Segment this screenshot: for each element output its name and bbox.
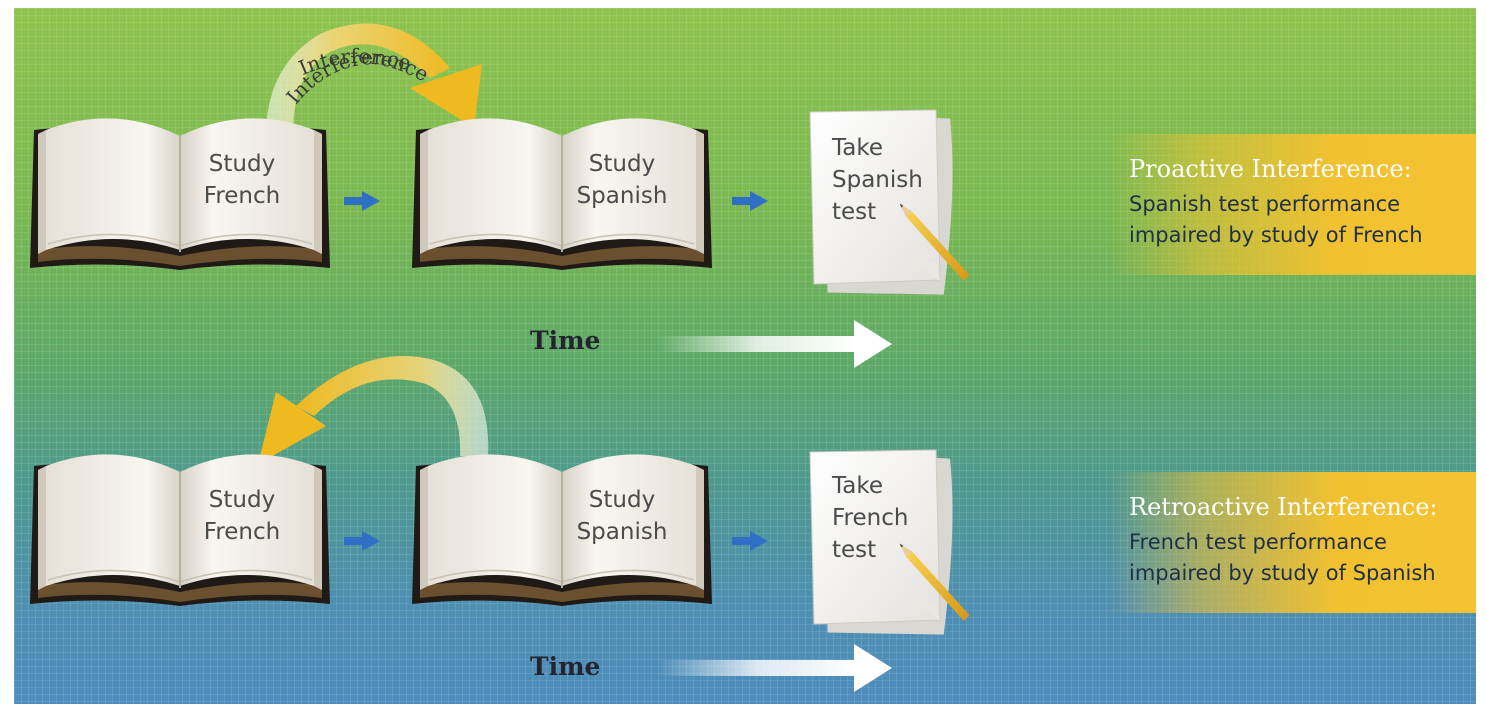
- proactive-test-text: Take Spanish test: [832, 132, 923, 228]
- diagram-graphics: Interference Interference: [29, 23, 970, 692]
- proactive-desc-line2: impaired by study of French: [1129, 223, 1423, 247]
- retroactive-book2-text: Study Spanish: [562, 484, 682, 548]
- proactive-book1-text: Study French: [182, 148, 302, 212]
- retroactive-test-line3: test: [832, 537, 877, 563]
- retroactive-panel: Retroactive Interference: French test pe…: [1109, 472, 1476, 613]
- proactive-panel: Proactive Interference: Spanish test per…: [1109, 134, 1476, 275]
- proactive-row: Interference: [29, 23, 970, 368]
- retroactive-step-arrow-1: [344, 531, 380, 551]
- proactive-book1-line1: Study: [208, 151, 276, 177]
- retroactive-time-arrow: [658, 644, 892, 692]
- retroactive-book1-text: Study French: [182, 484, 302, 548]
- retroactive-desc-line2: impaired by study of Spanish: [1129, 561, 1436, 585]
- proactive-book1-line2: French: [203, 183, 281, 209]
- retroactive-book2-line1: Study: [588, 487, 656, 513]
- proactive-desc-line1: Spanish test performance: [1129, 192, 1401, 216]
- retroactive-book1-line1: Study: [208, 487, 276, 513]
- retroactive-test-line2: French: [832, 505, 909, 531]
- retroactive-time-label: Time: [530, 652, 601, 681]
- proactive-test-line1: Take: [832, 135, 883, 161]
- retroactive-step-arrow-2: [732, 531, 768, 551]
- retroactive-book1-line2: French: [203, 519, 281, 545]
- retroactive-test-text: Take French test: [832, 470, 908, 566]
- proactive-time-label: Time: [530, 326, 601, 355]
- proactive-time-arrow: [658, 320, 892, 368]
- proactive-title: Proactive Interference:: [1129, 155, 1412, 183]
- proactive-step-arrow-1: [344, 191, 380, 211]
- retroactive-test-line1: Take: [832, 473, 883, 499]
- proactive-test-line2: Spanish: [832, 167, 923, 193]
- proactive-step-arrow-2: [732, 191, 768, 211]
- retroactive-desc-line1: French test performance: [1129, 530, 1387, 554]
- proactive-book2-line2: Spanish: [576, 183, 668, 209]
- retroactive-title: Retroactive Interference:: [1129, 493, 1438, 521]
- proactive-book2-text: Study Spanish: [562, 148, 682, 212]
- proactive-test-line3: test: [832, 199, 877, 225]
- proactive-book2-line1: Study: [588, 151, 656, 177]
- retroactive-book2-line2: Spanish: [576, 519, 668, 545]
- diagram-canvas: Interference Interference: [14, 8, 1476, 704]
